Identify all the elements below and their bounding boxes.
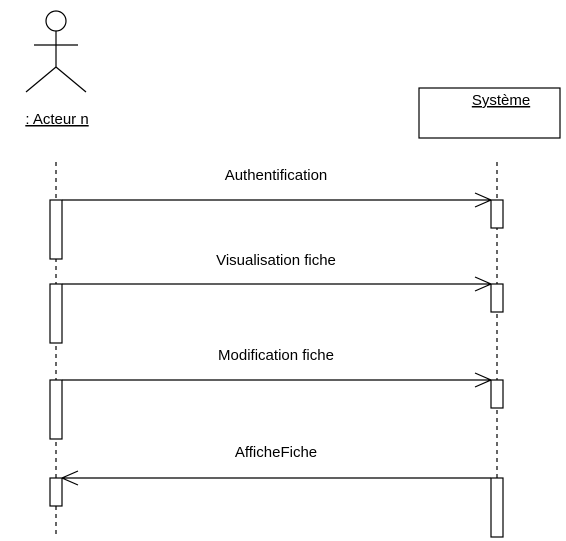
system-label: Système [472,92,530,109]
message-label: Modification fiche [218,347,334,364]
message-arrow [62,276,493,292]
message-arrow [60,470,491,486]
system-activation-bar [490,199,504,229]
actor-activation-bar [49,379,63,440]
system-object-box [418,87,561,139]
actor-label: : Acteur n [25,111,88,128]
system-activation-bar [490,283,504,313]
actor-activation-bar [49,477,63,507]
actor-activation-bar [49,283,63,344]
message-arrow [62,372,493,388]
message-arrow [62,192,493,208]
message-label: Visualisation fiche [216,252,336,269]
actor-activation-bar [49,199,63,260]
actor-stick-figure-icon [25,10,87,93]
system-activation-bar [490,379,504,409]
message-label: Authentification [225,167,328,184]
system-activation-bar [490,477,504,538]
message-label: AfficheFiche [235,444,317,461]
